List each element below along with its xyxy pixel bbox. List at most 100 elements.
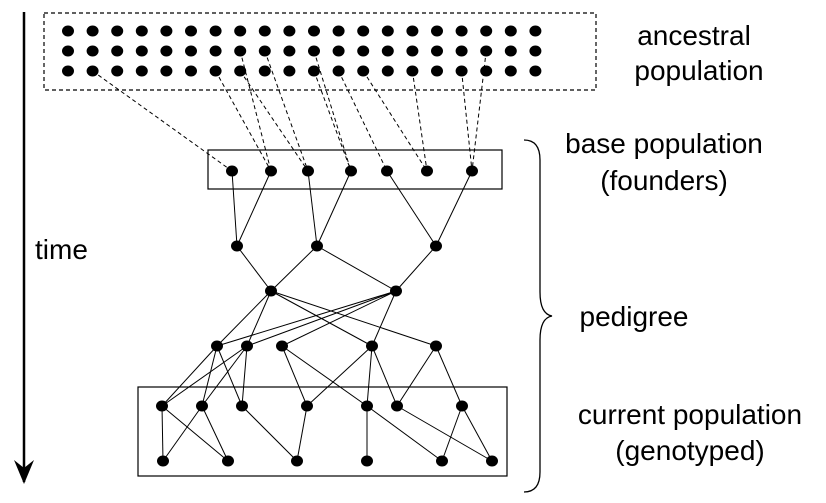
- ancestry-link: [411, 70, 428, 172]
- ancestral-individual: [431, 65, 443, 77]
- ancestry-link: [313, 70, 352, 172]
- ancestral-individual: [504, 25, 517, 37]
- pedigree-link: [396, 345, 437, 407]
- pedigree-link: [216, 345, 243, 407]
- genotyped-individual: [236, 400, 248, 412]
- ancestral-individual: [160, 25, 173, 37]
- ancestral-individual: [357, 25, 370, 37]
- ancestral-individual: [258, 65, 271, 77]
- pedigree-link: [306, 345, 373, 407]
- ancestral-individual: [62, 45, 74, 57]
- ancestry-link: [264, 50, 309, 172]
- pedigree-link: [396, 405, 493, 462]
- founder-individual: [226, 165, 238, 177]
- founder-individual: [345, 165, 357, 177]
- pedigree-link: [366, 345, 373, 407]
- ancestral-individual: [332, 25, 345, 37]
- ancestral-individual: [381, 65, 394, 77]
- pedigree-link: [231, 170, 238, 247]
- pedigree-link: [161, 345, 248, 407]
- ancestral-population-box: [43, 12, 597, 91]
- pedigree-individual: [311, 240, 323, 252]
- ancestral-individual: [431, 25, 443, 37]
- genotyped-individual: [156, 400, 168, 412]
- ancestral-individual: [86, 25, 99, 37]
- ancestral-individual: [357, 65, 370, 77]
- ancestral-label-line2: population: [634, 55, 763, 86]
- current-population-label-line2: (genotyped): [615, 435, 764, 466]
- genotyped-individual: [486, 455, 498, 467]
- pedigree-edges: [92, 50, 493, 462]
- ancestral-individual: [455, 25, 468, 37]
- ancestral-individual: [86, 65, 99, 77]
- ancestral-individual: [455, 45, 468, 57]
- pedigree-link: [316, 170, 352, 247]
- pedigree-link: [270, 290, 437, 347]
- founder-individual: [302, 165, 314, 177]
- ancestral-individual: [504, 65, 517, 77]
- genotyped-individual: [222, 455, 234, 467]
- ancestral-individual: [406, 45, 419, 57]
- pedigree-individual: [366, 340, 378, 352]
- genotyped-individual: [196, 400, 208, 412]
- ancestry-link: [338, 70, 388, 172]
- ancestral-individual: [381, 25, 394, 37]
- pedigree-link: [201, 405, 229, 462]
- genotyped-individual: [436, 455, 448, 467]
- ancestral-individual: [160, 45, 173, 57]
- pedigree-link: [316, 245, 397, 292]
- pedigree-link: [201, 345, 218, 407]
- ancestral-individual: [480, 65, 493, 77]
- pedigree-link: [366, 405, 443, 462]
- founder-individual: [265, 165, 277, 177]
- ancestral-individual: [308, 45, 320, 57]
- ancestral-individual: [135, 25, 148, 37]
- ancestral-individual: [111, 45, 124, 57]
- pedigree-link: [435, 345, 463, 407]
- current-population-label-line1: current population: [578, 399, 802, 430]
- pedigree-nodes: [62, 25, 542, 467]
- ancestral-individual: [480, 25, 493, 37]
- ancestral-individual: [62, 65, 74, 77]
- pedigree-individual: [265, 285, 277, 297]
- ancestral-individual: [185, 65, 197, 77]
- genotyped-individual: [456, 400, 468, 412]
- pedigree-individual: [241, 340, 253, 352]
- ancestral-individual: [160, 65, 173, 77]
- ancestral-individual: [86, 45, 99, 57]
- ancestral-individual: [209, 25, 222, 37]
- pedigree-link: [236, 245, 272, 292]
- ancestral-individual: [62, 25, 74, 37]
- ancestral-individual: [209, 65, 222, 77]
- pedigree-link: [162, 405, 203, 462]
- genotyped-individual: [361, 400, 373, 412]
- pedigree-link: [386, 170, 437, 247]
- genotyped-individual: [157, 455, 169, 467]
- ancestral-individual: [185, 25, 197, 37]
- pedigree-individual: [430, 340, 442, 352]
- pedigree-link: [246, 290, 272, 347]
- ancestral-individual: [283, 25, 296, 37]
- pedigree-link: [270, 245, 318, 292]
- ancestral-individual: [357, 45, 370, 57]
- pedigree-individual: [211, 340, 223, 352]
- ancestry-link: [461, 70, 473, 172]
- founder-individual: [381, 165, 393, 177]
- ancestral-individual: [234, 65, 247, 77]
- pedigree-individual: [231, 240, 243, 252]
- pedigree-individual: [390, 285, 402, 297]
- genotyped-individual: [361, 455, 373, 467]
- genotyped-individual: [291, 455, 303, 467]
- pedigree-link: [236, 170, 272, 247]
- pedigree-link: [461, 405, 493, 462]
- pedigree-link: [281, 345, 368, 407]
- ancestral-individual: [258, 25, 271, 37]
- ancestral-individual: [135, 65, 148, 77]
- pedigree-link: [371, 345, 398, 407]
- ancestral-individual: [431, 45, 443, 57]
- ancestral-individual: [234, 45, 247, 57]
- ancestral-individual: [209, 45, 222, 57]
- ancestry-link: [362, 70, 428, 172]
- ancestry-link: [215, 70, 272, 172]
